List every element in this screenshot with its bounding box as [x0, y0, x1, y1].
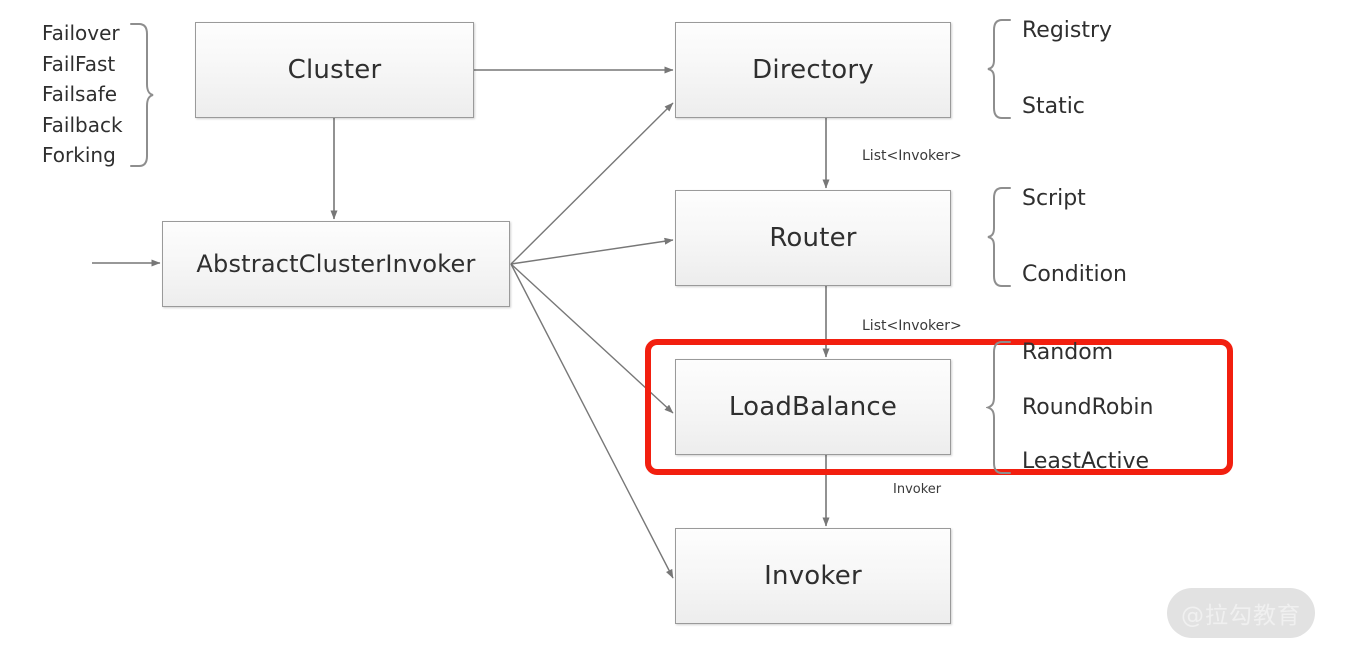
load-balance-impl-roundrobin: RoundRobin: [1022, 394, 1154, 420]
cluster-strategy-forking: Forking: [42, 143, 116, 168]
node-router[interactable]: Router: [675, 190, 951, 286]
edge-label-router-to-load-balance: List<Invoker>: [862, 318, 962, 334]
directory-impl-registry: Registry: [1022, 18, 1113, 43]
node-invoker-label: Invoker: [764, 561, 862, 591]
cluster-strategy-failover: Failover: [42, 21, 120, 45]
load-balance-impl-leastactive: LeastActive: [1022, 449, 1150, 475]
router-impls-list: Script Condition: [1022, 186, 1127, 288]
cluster-strategy-failfast: FailFast: [42, 51, 116, 76]
edge-abstractclusterinvoker-to-invoker: [510, 263, 674, 579]
load-balance-impls-list: Random RoundRobin LeastActive: [1022, 340, 1153, 475]
edge-abstractclusterinvoker-to-directory: [510, 102, 674, 265]
node-router-label: Router: [769, 223, 857, 253]
left-curly-brace-icon: [987, 187, 1011, 287]
edge-abstractclusterinvoker-to-loadbalance: [510, 263, 674, 414]
cluster-strategies-group: Failover FailFast Failsafe Failback Fork…: [42, 21, 155, 168]
left-curly-brace-icon: [986, 341, 1011, 474]
node-cluster[interactable]: Cluster: [195, 22, 474, 118]
watermark-text: @拉勾教育: [1181, 603, 1301, 629]
node-load-balance[interactable]: LoadBalance: [675, 359, 951, 455]
directory-impls-list: Registry Static: [1022, 18, 1112, 120]
node-abstract-cluster-invoker-label: AbstractClusterInvoker: [196, 250, 476, 278]
router-impls-group: Script Condition: [986, 186, 1127, 288]
node-directory[interactable]: Directory: [675, 22, 951, 118]
node-load-balance-label: LoadBalance: [728, 392, 898, 422]
cluster-strategies-list: Failover FailFast Failsafe Failback Fork…: [42, 21, 123, 168]
load-balance-impls-group: Random RoundRobin LeastActive: [986, 340, 1153, 475]
node-abstract-cluster-invoker[interactable]: AbstractClusterInvoker: [162, 221, 510, 307]
load-balance-impl-random: Random: [1022, 340, 1114, 365]
cluster-strategy-failback: Failback: [42, 112, 123, 137]
cluster-strategy-failsafe: Failsafe: [42, 82, 118, 107]
node-cluster-label: Cluster: [287, 55, 382, 85]
watermark: @拉勾教育: [1167, 588, 1315, 638]
edge-abstractclusterinvoker-to-router: [510, 237, 674, 265]
edge-label-directory-to-router: List<Invoker>: [862, 148, 962, 164]
node-directory-label: Directory: [752, 55, 874, 85]
directory-impl-static: Static: [1022, 94, 1085, 120]
edge-label-load-balance-to-invoker: Invoker: [893, 482, 942, 497]
router-impl-condition: Condition: [1022, 262, 1127, 288]
right-curly-brace-icon: [129, 23, 153, 167]
left-curly-brace-icon: [987, 19, 1011, 119]
node-invoker[interactable]: Invoker: [675, 528, 951, 624]
router-impl-script: Script: [1022, 186, 1086, 211]
directory-impls-group: Registry Static: [986, 18, 1112, 120]
